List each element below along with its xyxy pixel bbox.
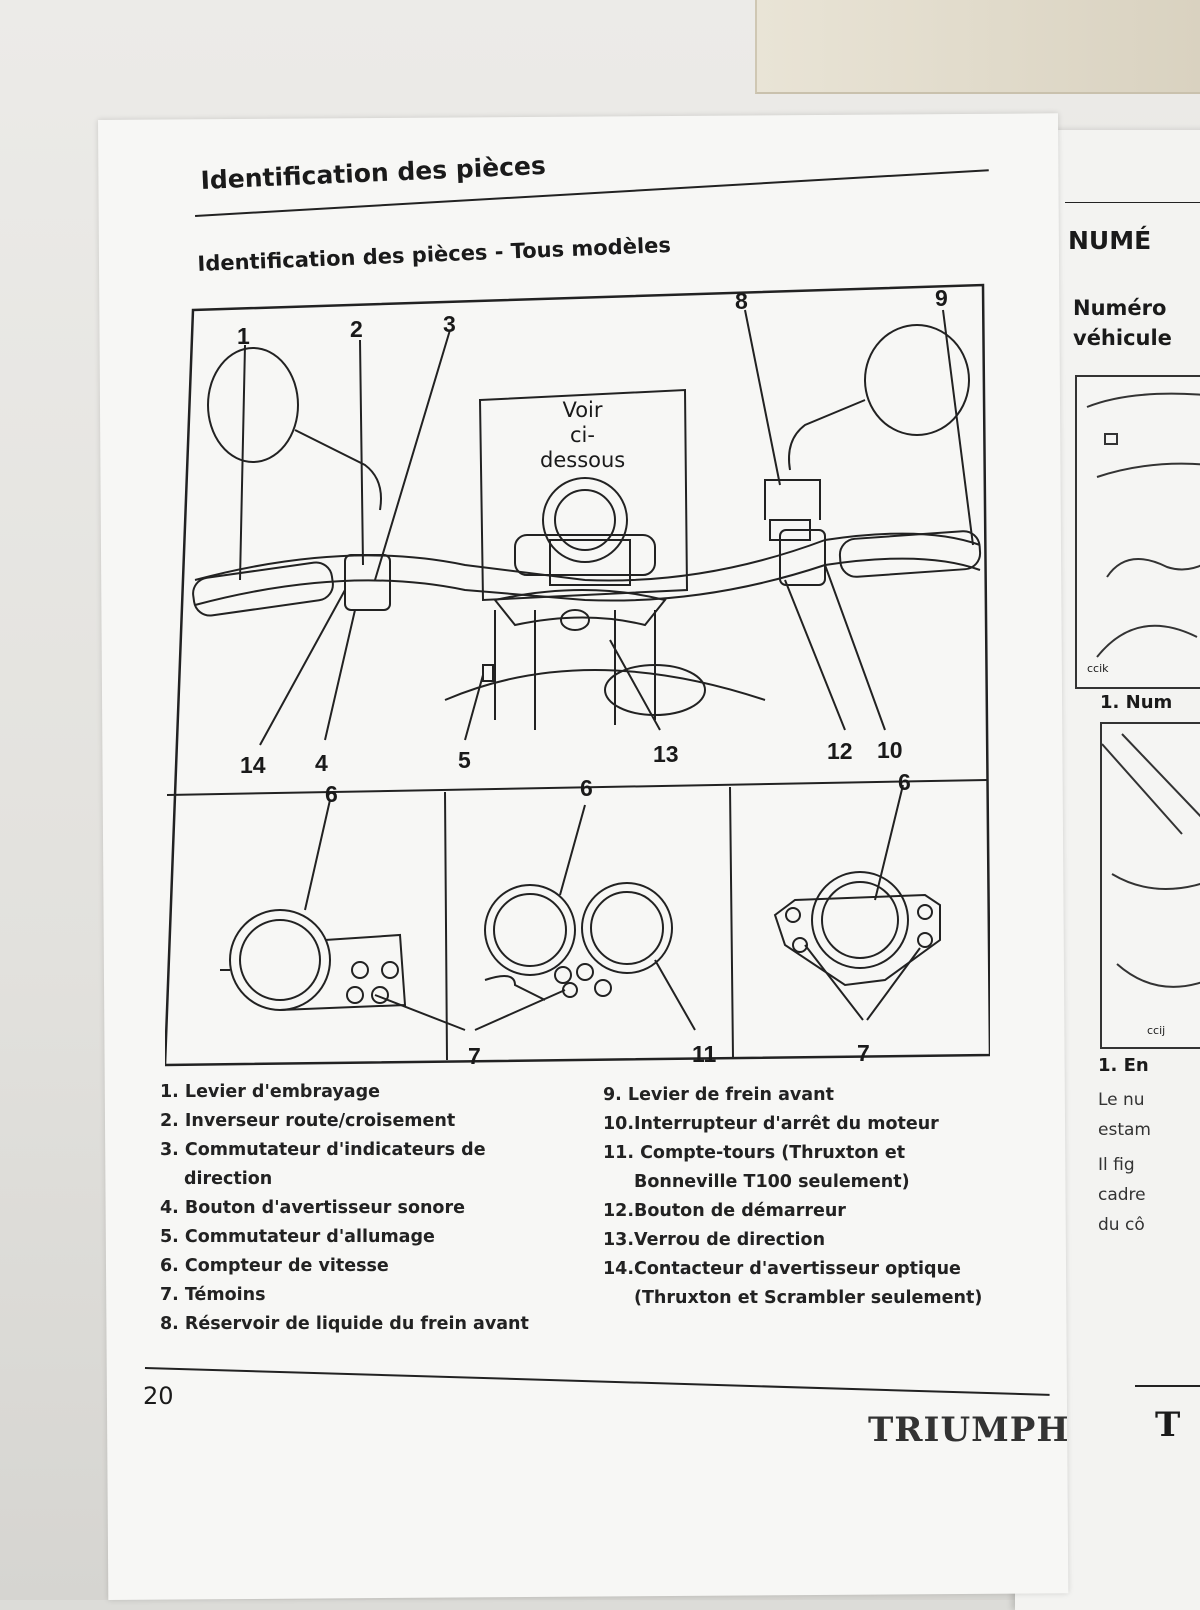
callout-1: 1 — [237, 323, 250, 349]
legend-item: 14.Contacteur d'avertisseur optique — [603, 1259, 961, 1279]
legend-item: direction — [184, 1169, 273, 1189]
right-page-subtitle-1: Numéro — [1073, 296, 1167, 320]
callout-5: 5 — [458, 747, 471, 773]
callout-10: 10 — [877, 737, 903, 763]
legend-item: 1. Levier d'embrayage — [160, 1082, 380, 1102]
see-below-line-1: Voir — [562, 398, 603, 422]
callout-6-speedometer-3: 6 — [898, 769, 911, 795]
callout-3: 3 — [443, 311, 456, 337]
callout-6-speedometer-2: 6 — [580, 775, 593, 801]
legend-right: 9. Levier de frein avant 10.Interrupteur… — [603, 1081, 982, 1313]
callout-11: 11 — [692, 1041, 717, 1067]
callout-12: 12 — [827, 738, 853, 764]
legend-item: 3. Commutateur d'indicateurs de — [160, 1140, 486, 1160]
body-text-line: du cô — [1098, 1215, 1145, 1235]
legend-left: 1. Levier d'embrayage 2. Inverseur route… — [160, 1078, 529, 1339]
vin-figure-2: ccij — [1100, 722, 1200, 1049]
legend-item: 4. Bouton d'avertisseur sonore — [160, 1198, 465, 1218]
callout-4: 4 — [315, 750, 328, 776]
see-below-line-2: ci-dessous — [540, 423, 626, 472]
callout-7-warning-lights-2: 7 — [857, 1040, 870, 1066]
legend-item: 8. Réservoir de liquide du frein avant — [160, 1314, 529, 1334]
fig1-caption: 1. Num — [1100, 692, 1173, 713]
triumph-logo: TRIUMPH — [868, 1410, 1070, 1450]
callout-2: 2 — [350, 316, 363, 342]
logo-fragment: T — [1155, 1405, 1181, 1445]
fig2-code: ccij — [1147, 1024, 1166, 1037]
callout-6-speedometer-1: 6 — [325, 781, 338, 807]
legend-item: Bonneville T100 seulement) — [634, 1172, 910, 1192]
legend-item: 2. Inverseur route/croisement — [160, 1111, 456, 1131]
legend-item: 13.Verrou de direction — [603, 1230, 826, 1250]
body-text-line: cadre — [1098, 1185, 1146, 1205]
fig2-caption: 1. En — [1098, 1055, 1149, 1076]
cardboard-box — [755, 0, 1200, 94]
vin-illustration-1 — [1086, 392, 1200, 658]
legend-item: 9. Levier de frein avant — [603, 1085, 834, 1105]
handlebar-illustration — [165, 283, 990, 1067]
body-text-line: estam — [1098, 1120, 1151, 1140]
callout-9: 9 — [935, 285, 948, 311]
page-number: 20 — [143, 1382, 174, 1410]
body-text-line: Le nu — [1098, 1090, 1145, 1110]
callout-8: 8 — [735, 288, 748, 314]
fig1-code: ccik — [1087, 662, 1109, 675]
header-rule — [1065, 202, 1200, 203]
parts-diagram: Voir ci-dessous 1 2 3 8 9 14 4 5 13 12 1… — [165, 280, 990, 1070]
vin-illustration-2 — [1101, 733, 1200, 988]
see-below-note: Voir ci-dessous — [540, 398, 625, 473]
vin-figure-1: ccik — [1075, 375, 1200, 689]
legend-item: 12.Bouton de démarreur — [603, 1201, 846, 1221]
callout-13: 13 — [653, 741, 679, 767]
legend-item: 6. Compteur de vitesse — [160, 1256, 389, 1276]
callout-14: 14 — [240, 752, 266, 778]
right-page-title: NUMÉ — [1068, 226, 1152, 255]
callout-7-warning-lights-1: 7 — [468, 1043, 481, 1069]
legend-item: 10.Interrupteur d'arrêt du moteur — [603, 1114, 939, 1134]
legend-item: (Thruxton et Scrambler seulement) — [634, 1288, 983, 1308]
legend-item: 5. Commutateur d'allumage — [160, 1227, 435, 1247]
footer-rule — [1135, 1385, 1200, 1387]
right-page-subtitle-2: véhicule — [1073, 326, 1172, 350]
body-text-line: Il fig — [1098, 1155, 1135, 1175]
legend-item: 7. Témoins — [160, 1285, 266, 1305]
legend-item: 11. Compte-tours (Thruxton et — [603, 1143, 906, 1163]
